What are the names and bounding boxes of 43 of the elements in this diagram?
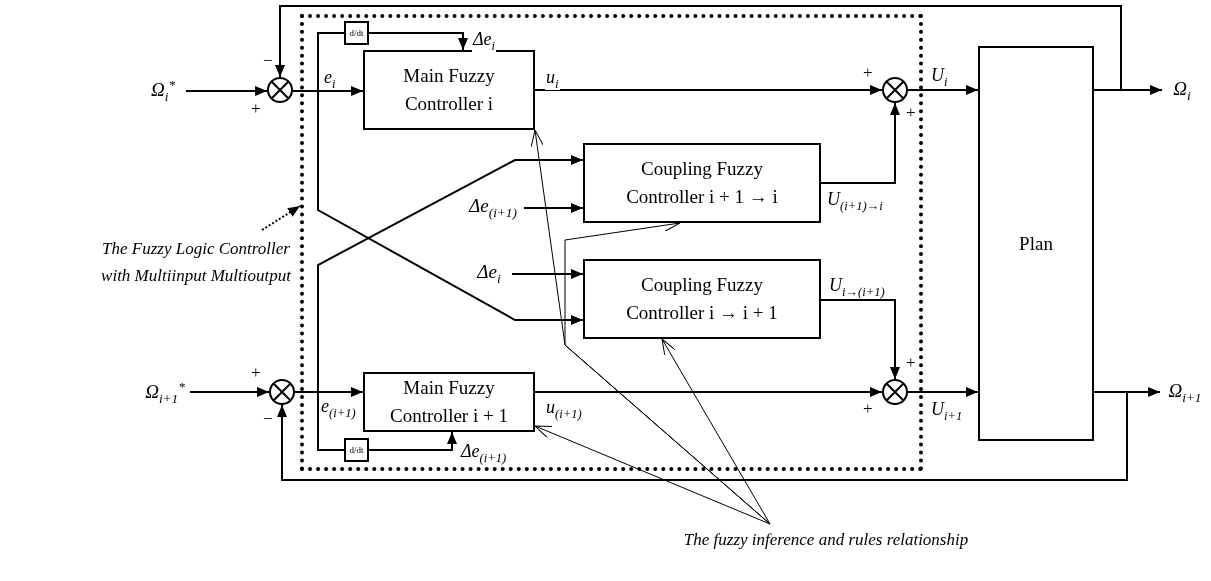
summing-junction — [882, 77, 908, 103]
summing-junction — [882, 379, 908, 405]
arrow — [275, 5, 1122, 91]
arrow — [185, 86, 269, 96]
annotation-text: The Fuzzy Logic Controller with Multiinput Multioutput — [98, 230, 294, 294]
arrow — [189, 387, 270, 397]
arrow — [368, 431, 457, 451]
arrow — [907, 85, 979, 95]
controller-box: Plan — [978, 46, 1094, 441]
edge-label: U$_{i}$ — [930, 66, 949, 89]
dashed-boundary — [300, 14, 923, 471]
arrow — [1093, 387, 1161, 397]
signal-label: Ω$_{i}$ — [1162, 76, 1202, 106]
arrow — [820, 299, 900, 380]
signal-label: Δe$_{(i+1)}$ — [462, 196, 524, 220]
edge-label: Δe$_{(i+1)}$ — [460, 442, 508, 465]
derivative-box: d/dt — [344, 438, 369, 462]
controller-box: Main Fuzzy Controller i — [363, 50, 535, 130]
controller-box: Coupling Fuzzy Controller i + 1 → i — [583, 143, 821, 223]
annotation-text: The fuzzy inference and rules relationship — [640, 524, 1012, 556]
edge-label: Δe$_{i}$ — [472, 30, 497, 53]
arrow — [277, 391, 1128, 481]
summing-junction — [269, 379, 295, 405]
arrow — [1093, 85, 1163, 95]
edge-label: U$_{i→(i+1)}$ — [828, 276, 886, 299]
leader-line — [261, 205, 301, 231]
edge-label: U$_{(i+1)→i}$ — [826, 190, 884, 213]
arrow — [534, 85, 883, 95]
arrow — [534, 387, 883, 397]
derivative-box: d/dt — [344, 21, 369, 45]
arrow — [511, 269, 584, 279]
arrow — [820, 102, 900, 184]
leader-line — [661, 338, 771, 525]
signal-label: Δe$_{i}$ — [466, 262, 512, 286]
arrow — [907, 387, 979, 397]
controller-box: Main Fuzzy Controller i + 1 — [363, 372, 535, 432]
arrow — [523, 203, 584, 213]
edge-label: U$_{i+1}$ — [930, 400, 964, 423]
controller-box: Coupling Fuzzy Controller i → i + 1 — [583, 259, 821, 339]
signal-label: Ω$_{i+1}$ — [1160, 378, 1210, 408]
summing-junction — [267, 77, 293, 103]
leader-line — [534, 425, 771, 525]
arrow — [368, 32, 468, 51]
